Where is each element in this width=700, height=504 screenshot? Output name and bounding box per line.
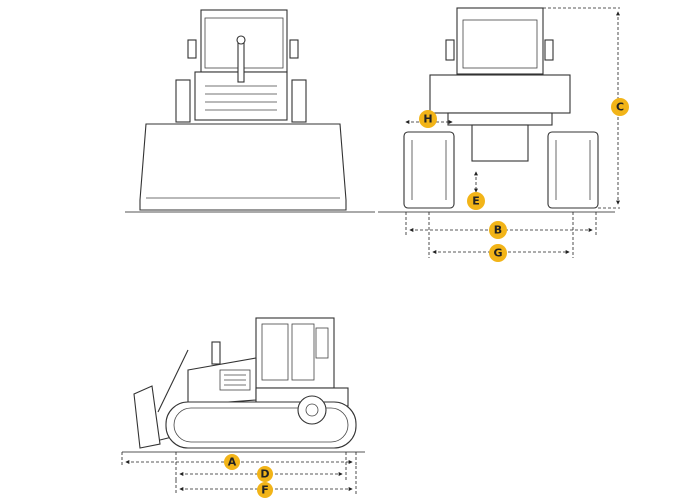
side-view-track (165, 401, 357, 449)
side-view (121, 317, 365, 494)
front-view-left-cylinder (175, 79, 191, 123)
front-view-exhaust-cap (236, 35, 246, 45)
badge-f-label: F (261, 484, 269, 497)
badge-h-label: H (423, 113, 432, 126)
side-view-cab (255, 317, 335, 389)
front-view (125, 9, 375, 213)
rear-view-frame (447, 112, 553, 126)
front-view-left-light (187, 39, 197, 59)
side-view-sprocket (297, 395, 327, 425)
side-view-exhaust (211, 341, 221, 365)
badge-e: E (467, 192, 485, 210)
front-view-right-cylinder (291, 79, 307, 123)
front-view-blade (139, 123, 347, 211)
badge-f: F (257, 482, 273, 498)
rear-view-right-light (544, 39, 554, 61)
badge-b-label: B (494, 224, 502, 237)
rear-view-left-light (445, 39, 455, 61)
badge-c: C (611, 98, 629, 116)
badge-d-label: D (260, 468, 269, 481)
badge-b: B (489, 221, 507, 239)
side-view-engine-housing (187, 357, 257, 406)
rear-view-center-housing (471, 124, 529, 162)
rear-view-right-track (547, 131, 599, 209)
front-view-right-light (289, 39, 299, 59)
rear-view-deck (429, 74, 571, 114)
rear-view-left-track (403, 131, 455, 209)
front-view-exhaust (237, 39, 245, 83)
badge-g-label: G (493, 247, 502, 260)
badge-c-label: C (616, 101, 624, 114)
badge-d: D (257, 466, 273, 482)
badge-a: A (224, 454, 240, 470)
badge-a-label: A (228, 456, 237, 469)
badge-h: H (419, 110, 437, 128)
side-view-blade (133, 385, 161, 449)
rear-view (378, 7, 620, 258)
badge-g: G (489, 244, 507, 262)
side-view-grille (219, 369, 251, 391)
badge-e-label: E (472, 195, 480, 208)
rear-view-cab-window (462, 19, 538, 69)
rear-view-cab (456, 7, 544, 75)
